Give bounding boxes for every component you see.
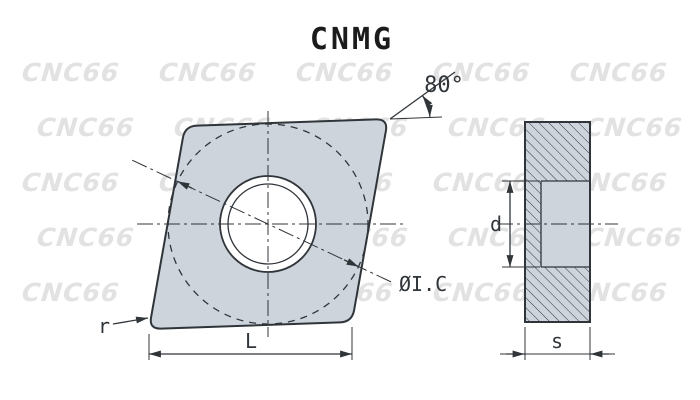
nose-angle-dimension: 80° [389,71,464,120]
corner-radius-callout: r [98,314,149,338]
ic-diameter-line [131,159,395,285]
ic-arrow-lower [343,258,359,268]
ic-diameter-label: ØI.C [399,272,447,296]
corner-radius-leader [112,316,149,325]
ic-arrow-upper [177,180,193,190]
angle-dimension-arc [421,95,433,117]
length-dimension: L [148,327,353,360]
hole-section [540,180,590,268]
thickness-dimension: s [500,327,615,360]
hole-diameter-label: d [490,212,502,236]
corner-radius-label: r [98,314,110,338]
angle-extension-line [389,116,443,120]
insert-side-view: d s [490,121,618,360]
side-view-outline [524,121,591,323]
hole-diameter-dimension: d [490,180,540,268]
length-label: L [245,329,257,353]
angle-label: 80° [424,73,464,98]
insert-front-view: ØI.C 80° r L [98,71,464,360]
page-title: CNMG [310,22,394,57]
ic-diameter-dimension: ØI.C [131,159,447,296]
side-view-hatching [525,122,590,322]
thickness-label: s [551,329,563,353]
